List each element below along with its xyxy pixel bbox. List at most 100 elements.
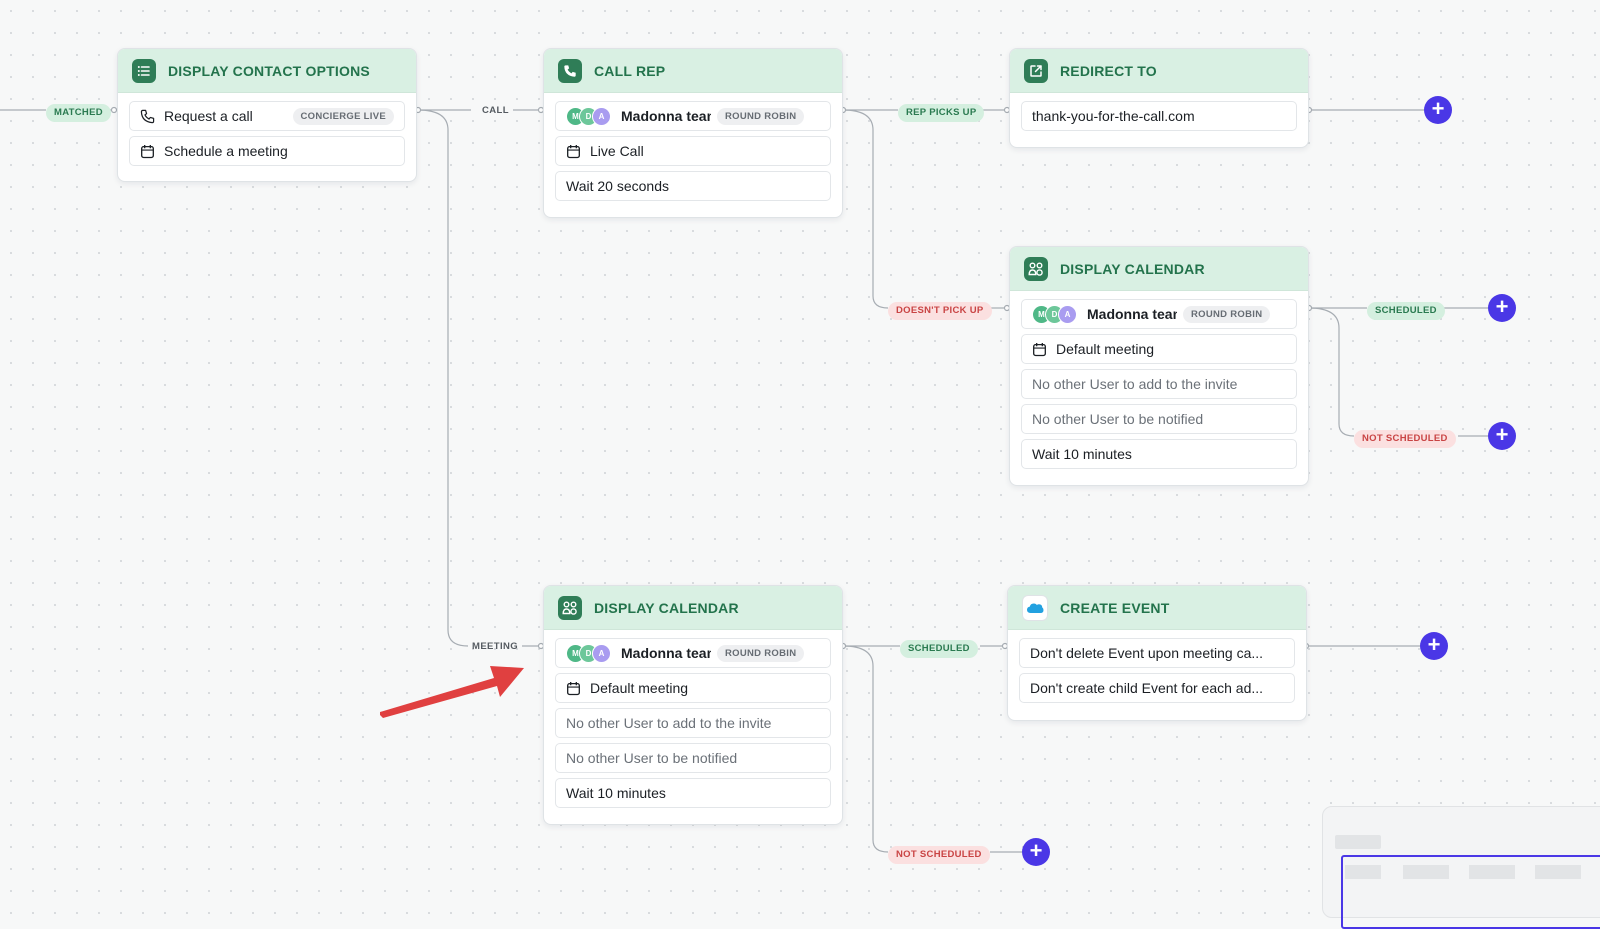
plus-icon: + (1495, 294, 1509, 319)
node-header: DISPLAY CONTACT OPTIONS (118, 49, 416, 93)
node-title: CALL REP (594, 62, 666, 79)
meeting-type-row[interactable]: Default meeting (555, 673, 831, 703)
team-tag: ROUND ROBIN (1183, 305, 1271, 323)
node-header: CREATE EVENT (1008, 586, 1306, 630)
wait-row[interactable]: Wait 10 minutes (555, 778, 831, 808)
plus-icon: + (1431, 96, 1445, 121)
calendar-icon (1032, 341, 1048, 357)
plus-icon: + (1495, 422, 1509, 447)
edge-label-scheduled-top: SCHEDULED (1367, 302, 1445, 320)
add-step-button-not-scheduled-bottom[interactable]: + (1022, 838, 1050, 866)
node-display-contact-options[interactable]: DISPLAY CONTACT OPTIONS Request a call C… (117, 48, 417, 182)
team-row[interactable]: M D A Madonna team ROUND ROBIN (555, 101, 831, 131)
minimap-block (1335, 835, 1381, 849)
avatar: A (1058, 304, 1077, 324)
live-call-label: Live Call (590, 143, 644, 159)
team-avatars: M D A (566, 106, 611, 126)
avatar: A (592, 106, 611, 126)
cloud-icon (1022, 594, 1048, 621)
notify-row[interactable]: No other User to be notified (555, 743, 831, 773)
option-label: Schedule a meeting (164, 143, 288, 159)
team-avatars: M D A (1032, 304, 1077, 324)
minimap[interactable] (1322, 806, 1600, 929)
option-tag: CONCIERGE LIVE (292, 107, 394, 125)
external-link-icon (1024, 58, 1048, 83)
edge-label-meeting: MEETING (472, 641, 519, 652)
edge-label-scheduled-bottom: SCHEDULED (900, 640, 978, 658)
team-row[interactable]: M D A Madonna team ROUND ROBIN (1021, 299, 1297, 329)
minimap-block (1403, 865, 1449, 879)
team-tag: ROUND ROBIN (717, 107, 805, 125)
plus-icon: + (1029, 838, 1043, 863)
edge-label-matched: MATCHED (46, 104, 111, 122)
add-step-button-not-scheduled-top[interactable]: + (1488, 422, 1516, 450)
team-name: Madonna team (621, 108, 711, 124)
meeting-type-label: Default meeting (1056, 341, 1155, 357)
event-option-row[interactable]: Don't delete Event upon meeting ca... (1019, 638, 1295, 668)
node-header: DISPLAY CALENDAR (544, 586, 842, 630)
edge-label-doesnt-pick-up: DOESN'T PICK UP (888, 302, 992, 320)
node-header: DISPLAY CALENDAR (1010, 247, 1308, 291)
option-label: Request a call (164, 108, 253, 124)
edge-label-rep-picks-up: REP PICKS UP (898, 104, 985, 122)
notify-row[interactable]: No other User to be notified (1021, 404, 1297, 434)
option-schedule-meeting[interactable]: Schedule a meeting (129, 136, 405, 166)
minimap-block (1345, 865, 1381, 879)
edge-label-call: CALL (482, 105, 509, 116)
team-avatars: M D A (566, 643, 611, 663)
people-icon (1024, 256, 1048, 281)
redirect-url: thank-you-for-the-call.com (1032, 108, 1195, 124)
calendar-icon (566, 143, 582, 159)
node-header: REDIRECT TO (1010, 49, 1308, 93)
add-step-button-scheduled-top[interactable]: + (1488, 294, 1516, 322)
add-step-button-redirect[interactable]: + (1424, 96, 1452, 124)
node-display-calendar-top[interactable]: DISPLAY CALENDAR M D A Madonna team ROUN… (1009, 246, 1309, 486)
notify-label: No other User to be notified (1032, 411, 1204, 427)
node-header: CALL REP (544, 49, 842, 93)
invite-row[interactable]: No other User to add to the invite (555, 708, 831, 738)
wait-label: Wait 10 minutes (1032, 446, 1132, 462)
avatar: A (592, 643, 611, 663)
team-name: Madonna team (621, 645, 711, 661)
invite-label: No other User to add to the invite (566, 715, 772, 731)
event-option-row[interactable]: Don't create child Event for each ad... (1019, 673, 1295, 703)
node-title: DISPLAY CALENDAR (594, 599, 739, 616)
edge-label-not-scheduled-top: NOT SCHEDULED (1354, 430, 1456, 448)
team-tag: ROUND ROBIN (717, 644, 805, 662)
option-request-call[interactable]: Request a call CONCIERGE LIVE (129, 101, 405, 131)
node-redirect-to[interactable]: REDIRECT TO thank-you-for-the-call.com (1009, 48, 1309, 148)
node-display-calendar-bottom[interactable]: DISPLAY CALENDAR M D A Madonna team ROUN… (543, 585, 843, 825)
annotation-arrow (380, 666, 524, 718)
list-icon (132, 58, 156, 83)
redirect-url-row[interactable]: thank-you-for-the-call.com (1021, 101, 1297, 131)
calendar-icon (140, 143, 156, 159)
team-row[interactable]: M D A Madonna team ROUND ROBIN (555, 638, 831, 668)
node-title: CREATE EVENT (1060, 599, 1170, 616)
node-create-event[interactable]: CREATE EVENT Don't delete Event upon mee… (1007, 585, 1307, 721)
wait-row[interactable]: Wait 10 minutes (1021, 439, 1297, 469)
team-name: Madonna team (1087, 306, 1177, 322)
wait-label: Wait 20 seconds (566, 178, 669, 194)
event-option-label: Don't create child Event for each ad... (1030, 680, 1264, 696)
phone-icon (140, 108, 156, 124)
invite-row[interactable]: No other User to add to the invite (1021, 369, 1297, 399)
plus-icon: + (1427, 632, 1441, 657)
node-title: DISPLAY CONTACT OPTIONS (168, 62, 370, 79)
edge-label-not-scheduled-bottom: NOT SCHEDULED (888, 846, 990, 864)
live-call-row[interactable]: Live Call (555, 136, 831, 166)
minimap-block (1535, 865, 1581, 879)
people-icon (558, 595, 582, 620)
node-title: REDIRECT TO (1060, 62, 1157, 79)
minimap-block (1469, 865, 1515, 879)
wait-label: Wait 10 minutes (566, 785, 666, 801)
phone-icon (558, 58, 582, 83)
calendar-icon (566, 680, 582, 696)
invite-label: No other User to add to the invite (1032, 376, 1238, 392)
wait-row[interactable]: Wait 20 seconds (555, 171, 831, 201)
notify-label: No other User to be notified (566, 750, 738, 766)
add-step-button-create-event[interactable]: + (1420, 632, 1448, 660)
meeting-type-row[interactable]: Default meeting (1021, 334, 1297, 364)
meeting-type-label: Default meeting (590, 680, 689, 696)
event-option-label: Don't delete Event upon meeting ca... (1030, 645, 1264, 661)
node-call-rep[interactable]: CALL REP M D A Madonna team ROUND ROBIN … (543, 48, 843, 218)
